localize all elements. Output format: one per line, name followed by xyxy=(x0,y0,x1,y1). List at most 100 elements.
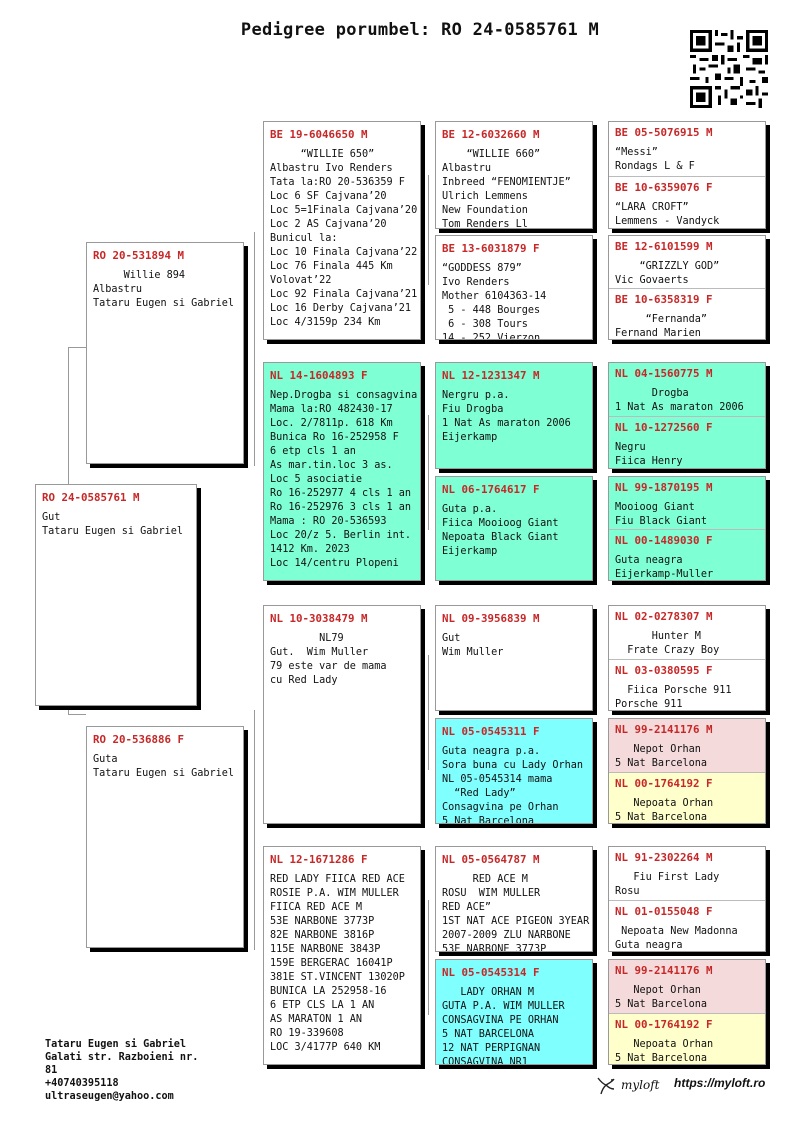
pigeon-info: RED ACE M ROSU WIM MULLER RED ACE” 1ST N… xyxy=(442,874,590,952)
pigeon-info: Nepot Orhan 5 Nat Barcelona xyxy=(615,744,708,769)
sire-sire-card[interactable]: BE 19-6046650 M “WILLIE 650” Albastru Iv… xyxy=(263,121,421,340)
ring-number: NL 14-1604893 F xyxy=(270,369,368,382)
gen3-card-sds[interactable]: NL 12-1231347 M Nergru p.a. Fiu Drogba 1… xyxy=(435,362,593,469)
ring-number: NL 09-3956839 M xyxy=(442,612,540,625)
breeder-address: Tataru Eugen si Gabriel Galati str. Razb… xyxy=(45,1039,199,1102)
pigeon-info: “GRIZZLY GOD” Vic Govaerts xyxy=(615,261,720,286)
pigeon-info: Gut Tataru Eugen si Gabriel xyxy=(42,512,184,537)
pigeon-info: Guta Tataru Eugen si Gabriel xyxy=(93,754,235,779)
gen3-card-ssd[interactable]: BE 13-6031879 F “GODDESS 879” Ivo Render… xyxy=(435,235,593,340)
ring-number: BE 19-6046650 M xyxy=(270,128,368,141)
ring-number: NL 00-1764192 F xyxy=(615,777,713,790)
pigeon-info: Nepot Orhan 5 Nat Barcelona xyxy=(615,985,708,1010)
gen3-card-sss[interactable]: BE 12-6032660 M “WILLIE 660” Albastru In… xyxy=(435,121,593,229)
myloft-logo: myloft xyxy=(595,1074,659,1096)
pigeon-info: “WILLIE 660” Albastru Inbreed “FENOMIENT… xyxy=(442,149,571,229)
pigeon-info: NL79 Gut. Wim Muller 79 este var de mama… xyxy=(270,633,387,686)
ring-number: NL 05-0545311 F xyxy=(442,725,540,738)
qr-code-icon xyxy=(690,30,768,108)
sire-dam-card[interactable]: NL 14-1604893 F Nep.Drogba si consagvina… xyxy=(263,362,421,581)
ring-number: NL 06-1764617 F xyxy=(442,483,540,496)
pigeon-info: Mooioog Giant Fiu Black Giant xyxy=(615,502,708,527)
connector-line xyxy=(428,900,429,1015)
gen3-card-dsd[interactable]: NL 05-0545311 F Guta neagra p.a. Sora bu… xyxy=(435,718,593,824)
pigeon-info: Fiica Porsche 911 Porsche 911 xyxy=(615,685,732,710)
pigeon-info: RED LADY FIICA RED ACE ROSIE P.A. WIM MU… xyxy=(270,874,405,1053)
dam-dam-card[interactable]: NL 12-1671286 F RED LADY FIICA RED ACE R… xyxy=(263,846,421,1065)
gen4-card-e[interactable]: NL 02-0278307 M Hunter M Frate Crazy Boy… xyxy=(608,605,766,711)
ring-number: NL 03-0380595 F xyxy=(615,664,713,677)
ring-number: NL 02-0278307 M xyxy=(615,610,713,623)
gen4-card-d[interactable]: NL 99-1870195 M Mooioog Giant Fiu Black … xyxy=(608,476,766,581)
connector-line xyxy=(254,232,255,466)
page-title: Pedigree porumbel: RO 24-0585761 M xyxy=(240,20,600,40)
pigeon-info: Nergru p.a. Fiu Drogba 1 Nat As maraton … xyxy=(442,390,571,443)
pigeon-info: Gut Wim Muller xyxy=(442,633,504,658)
website-link[interactable]: https://myloft.ro xyxy=(674,1076,766,1090)
ring-number: NL 01-0155048 F xyxy=(615,905,713,918)
ring-number: BE 10-6358319 F xyxy=(615,293,713,306)
sire-card[interactable]: RO 20-531894 M Willie 894 Albastru Tatar… xyxy=(86,242,244,464)
pigeon-info: Guta neagra Eijerkamp-Muller xyxy=(615,555,714,580)
ring-number: RO 20-536886 F xyxy=(93,733,185,746)
pigeon-info: Nepoata New Madonna Guta neagra xyxy=(615,926,738,951)
connector-line xyxy=(68,347,86,348)
gen3-card-dds[interactable]: NL 05-0564787 M RED ACE M ROSU WIM MULLE… xyxy=(435,846,593,952)
pigeon-info: “LARA CROFT” Lemmens - Vandyck xyxy=(615,202,720,227)
ring-number: NL 12-1671286 F xyxy=(270,853,368,866)
ring-number: BE 12-6101599 M xyxy=(615,240,713,253)
gen4-card-g[interactable]: NL 91-2302264 M Fiu First Lady Rosu NL 0… xyxy=(608,846,766,952)
connector-line xyxy=(68,714,86,715)
connector-line xyxy=(254,710,255,950)
gen4-card-f[interactable]: NL 99-2141176 M Nepot Orhan 5 Nat Barcel… xyxy=(608,718,766,824)
ring-number: NL 10-1272560 F xyxy=(615,421,713,434)
ring-number: NL 99-1870195 M xyxy=(615,481,713,494)
gen4-card-c[interactable]: NL 04-1560775 M Drogba 1 Nat As maraton … xyxy=(608,362,766,469)
dam-card[interactable]: RO 20-536886 F Guta Tataru Eugen si Gabr… xyxy=(86,726,244,948)
ring-number: RO 20-531894 M xyxy=(93,249,185,262)
pigeon-info: “Messi” Rondags L & F xyxy=(615,147,695,172)
ring-number: NL 91-2302264 M xyxy=(615,851,713,864)
ring-number: BE 05-5076915 M xyxy=(615,126,713,139)
pigeon-info: Fiu First Lady Rosu xyxy=(615,872,720,897)
pigeon-icon xyxy=(597,1077,615,1095)
ring-number: NL 05-0564787 M xyxy=(442,853,540,866)
gen3-card-dss[interactable]: NL 09-3956839 M Gut Wim Muller xyxy=(435,605,593,711)
pigeon-info: Nepoata Orhan 5 Nat Barcelona xyxy=(615,798,714,823)
ring-number: NL 12-1231347 M xyxy=(442,369,540,382)
pigeon-info: Hunter M Frate Crazy Boy xyxy=(627,631,720,656)
pigeon-info: Negru Fiica Henry xyxy=(615,442,683,467)
gen4-card-b[interactable]: BE 12-6101599 M “GRIZZLY GOD” Vic Govaer… xyxy=(608,235,766,340)
ring-number: NL 10-3038479 M xyxy=(270,612,368,625)
pigeon-info: Drogba 1 Nat As maraton 2006 xyxy=(615,388,744,413)
pigeon-info: Nepoata Orhan 5 Nat Barcelona xyxy=(615,1039,714,1064)
logo-text: myloft xyxy=(621,1078,660,1092)
ring-number: NL 00-1764192 F xyxy=(615,1018,713,1031)
gen3-card-ddd[interactable]: NL 05-0545314 F LADY ORHAN M GUTA P.A. W… xyxy=(435,959,593,1065)
ring-number: NL 05-0545314 F xyxy=(442,966,540,979)
connector-line xyxy=(428,415,429,530)
connector-line xyxy=(428,655,429,770)
gen4-card-a[interactable]: BE 05-5076915 M “Messi” Rondags L & F BE… xyxy=(608,121,766,229)
ring-number: NL 99-2141176 M xyxy=(615,723,713,736)
ring-number: BE 12-6032660 M xyxy=(442,128,540,141)
dam-sire-card[interactable]: NL 10-3038479 M NL79 Gut. Wim Muller 79 … xyxy=(263,605,421,824)
gen3-card-sdd[interactable]: NL 06-1764617 F Guta p.a. Fiica Mooioog … xyxy=(435,476,593,581)
pigeon-info: Willie 894 Albastru Tataru Eugen si Gabr… xyxy=(93,270,235,309)
ring-number: BE 10-6359076 F xyxy=(615,181,713,194)
pigeon-info: “Fernanda” Fernand Marien xyxy=(615,314,708,339)
ring-number: RO 24-0585761 M xyxy=(42,491,140,504)
ring-number: NL 04-1560775 M xyxy=(615,367,713,380)
pigeon-info: “WILLIE 650” Albastru Ivo Renders Tata l… xyxy=(270,149,418,328)
pigeon-info: Nep.Drogba si consagvina Mama la:RO 4824… xyxy=(270,390,418,569)
connector-line xyxy=(428,175,429,285)
pigeon-info: LADY ORHAN M GUTA P.A. WIM MULLER CONSAG… xyxy=(442,987,565,1065)
ring-number: NL 99-2141176 M xyxy=(615,964,713,977)
ring-number: NL 00-1489030 F xyxy=(615,534,713,547)
gen4-card-h[interactable]: NL 99-2141176 M Nepot Orhan 5 Nat Barcel… xyxy=(608,959,766,1065)
pigeon-info: Guta p.a. Fiica Mooioog Giant Nepoata Bl… xyxy=(442,504,559,557)
pigeon-info: “GODDESS 879” Ivo Renders Mother 6104363… xyxy=(442,263,547,340)
subject-card[interactable]: RO 24-0585761 M Gut Tataru Eugen si Gabr… xyxy=(35,484,197,706)
ring-number: BE 13-6031879 F xyxy=(442,242,540,255)
pigeon-info: Guta neagra p.a. Sora buna cu Lady Orhan… xyxy=(442,746,584,824)
